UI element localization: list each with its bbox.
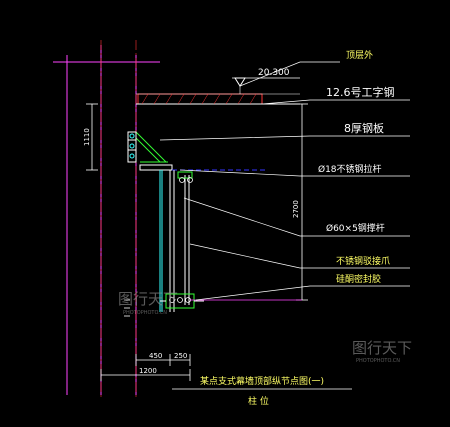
label-tie-rod: Ø18不锈钢拉杆 [318, 163, 382, 175]
bracket-plates [127, 131, 173, 171]
support-rod [159, 170, 163, 312]
svg-text:PHOTOPHOTO.CN: PHOTOPHOTO.CN [356, 358, 400, 364]
centerlines [100, 40, 137, 398]
glass-panel [169, 170, 190, 312]
dim-1200-text: 1200 [139, 367, 157, 375]
column-lines [53, 45, 160, 395]
dimension-2700: 2700 [190, 103, 308, 301]
drawing-title: 某点支式幕墙顶部纵节点图(一) 柱 位 [172, 375, 352, 407]
svg-text:PHOTOPHOTO.CN: PHOTOPHOTO.CN [123, 310, 167, 316]
spider-fitting-top [177, 171, 193, 183]
dimension-1110: 1110 [83, 103, 98, 171]
bottom-dimensions [100, 354, 191, 381]
title-main: 某点支式幕墙顶部纵节点图(一) [200, 375, 324, 387]
roof-slab [136, 93, 300, 105]
dim-1110-text: 1110 [83, 128, 91, 146]
bracket-connection [129, 133, 135, 159]
label-sealant: 硅酮密封胶 [336, 273, 381, 285]
title-sub: 柱 位 [248, 395, 269, 407]
svg-text:图行天下: 图行天下 [352, 339, 412, 357]
label-plate: 8厚钢板 [344, 121, 384, 135]
watermark-right: 图行天下 PHOTOPHOTO.CN [352, 339, 412, 364]
svg-text:图行天下: 图行天下 [118, 290, 178, 308]
elevation-marker: 20.300 [232, 68, 300, 94]
label-i-beam: 12.6号工字钢 [326, 85, 395, 99]
label-top-level: 顶层外 [346, 49, 373, 61]
label-claw: 不锈钢驳接爪 [336, 255, 390, 267]
column-ticks [124, 299, 130, 317]
steel-bracket [135, 131, 168, 163]
elevation-value: 20.300 [258, 68, 290, 78]
leader-lines [159, 61, 410, 301]
dim-450-text: 450 [149, 352, 162, 360]
dim-250-text: 250 [174, 352, 187, 360]
label-support-rod: Ø60×5钢撑杆 [326, 222, 385, 234]
watermark-center: 图行天下 PHOTOPHOTO.CN [118, 290, 178, 316]
dim-2700-text: 2700 [292, 200, 300, 218]
